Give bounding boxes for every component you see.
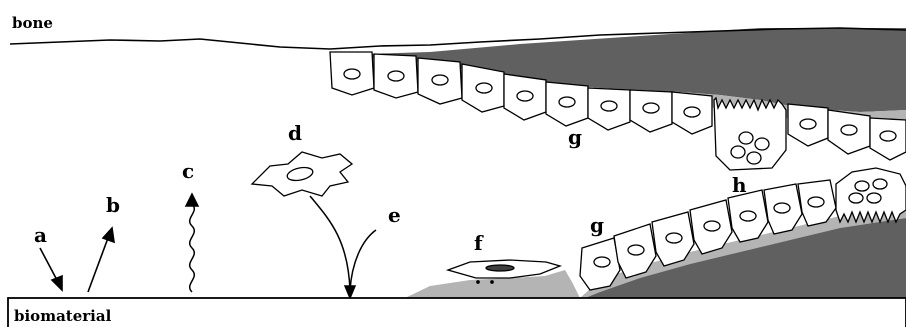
lining-cell [788,104,828,146]
lining-cell [462,64,504,112]
nucleus [747,152,761,164]
region-label-bone: bone [12,14,53,32]
lining-cell [728,190,768,242]
arrow-a [40,248,62,290]
label-d: d [288,121,302,145]
nucleus [855,181,869,191]
lining-cell [672,92,712,134]
label-g-lower: g [590,213,604,237]
lining-cell [630,90,672,132]
label-g-upper: g [568,125,582,149]
lining-cell [588,88,630,130]
label-b: b [106,193,120,217]
lining-cell [828,110,870,154]
label-e: e [388,203,401,227]
nucleus [486,265,514,271]
nucleus [731,146,745,158]
nucleus [849,193,863,203]
nucleus [867,193,881,203]
nucleus [755,138,769,150]
lining-cell [870,118,906,160]
region-label-biomaterial: biomaterial [14,307,112,325]
lining-cell [330,52,374,95]
lower-osteoclast [836,168,906,222]
upper-osteoclast [714,98,786,170]
lining-cell [546,82,588,126]
label-a: a [34,223,47,247]
arrow-e [310,196,376,298]
arrow-b [88,228,114,292]
nucleus [873,179,887,189]
nucleus [739,132,753,144]
biomaterial-block [8,298,906,327]
label-c: c [182,159,194,183]
lining-cell [504,74,546,120]
label-h: h [732,173,747,197]
wavy-arrow-c [186,194,198,292]
lining-cell [374,54,418,98]
label-f: f [474,231,484,255]
migrating-cell-d [252,152,352,196]
lining-cell [418,58,462,104]
